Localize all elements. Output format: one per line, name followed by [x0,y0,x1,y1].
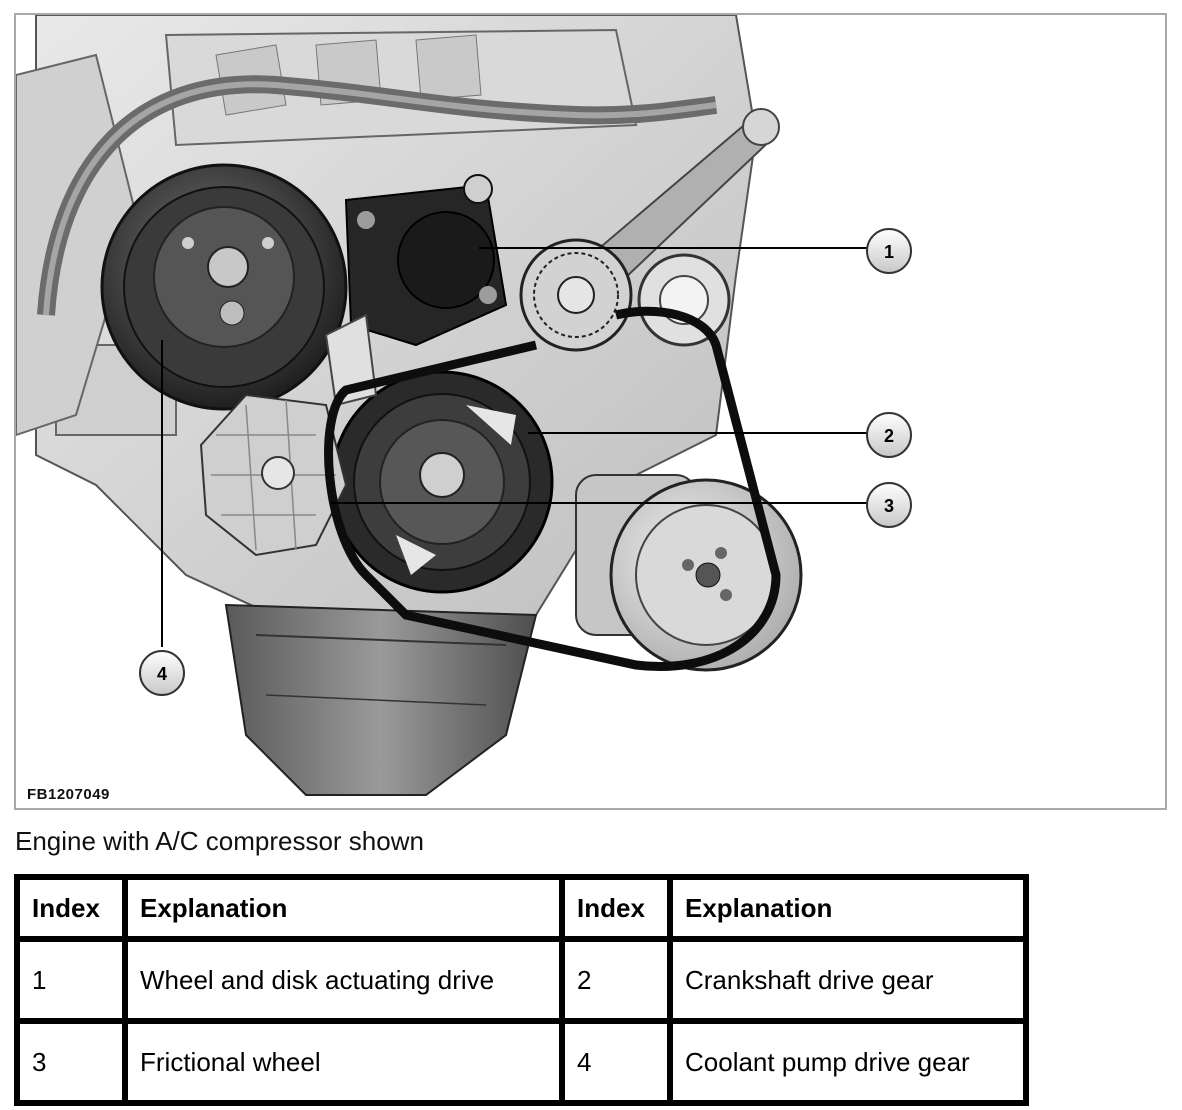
wheel-disk-actuating-drive [344,174,508,347]
crankshaft-pulley [330,370,554,594]
coolant-pump-pulley [100,163,348,411]
svg-text:1: 1 [884,242,894,262]
header-index-2: Index [562,877,670,939]
cell-index: 3 [17,1021,125,1103]
cell-explanation: Wheel and disk actuating drive [125,939,562,1021]
header-index-1: Index [17,877,125,939]
leader-lines [161,247,868,647]
cell-explanation: Crankshaft drive gear [670,939,1026,1021]
cell-explanation: Frictional wheel [125,1021,562,1103]
callout-1: 1 [866,228,912,274]
table-header-row: Index Explanation Index Explanation [17,877,1026,939]
callout-2: 2 [866,412,912,458]
cell-explanation: Coolant pump drive gear [670,1021,1026,1103]
ac-compressor [575,474,803,672]
svg-text:4: 4 [157,664,167,684]
svg-text:3: 3 [884,496,894,516]
callout-3: 3 [866,482,912,528]
engine-illustration: 1 2 3 4 [16,15,912,796]
cell-index: 4 [562,1021,670,1103]
table-row: 3 Frictional wheel 4 Coolant pump drive … [17,1021,1026,1103]
engine-diagram: 1 2 3 4 FB1207049 [14,13,1167,810]
drive-belt [324,306,781,671]
svg-text:2: 2 [884,426,894,446]
figure-id: FB1207049 [27,786,110,803]
figure-caption: Engine with A/C compressor shown [15,826,424,856]
header-explanation-1: Explanation [125,877,562,939]
header-explanation-2: Explanation [670,877,1026,939]
index-table: Index Explanation Index Explanation 1 Wh… [14,874,1029,1106]
oil-pan [224,603,538,796]
idler-pulley [519,238,731,352]
cell-index: 1 [17,939,125,1021]
callout-4: 4 [139,650,185,696]
table-row: 1 Wheel and disk actuating drive 2 Crank… [17,939,1026,1021]
cell-index: 2 [562,939,670,1021]
